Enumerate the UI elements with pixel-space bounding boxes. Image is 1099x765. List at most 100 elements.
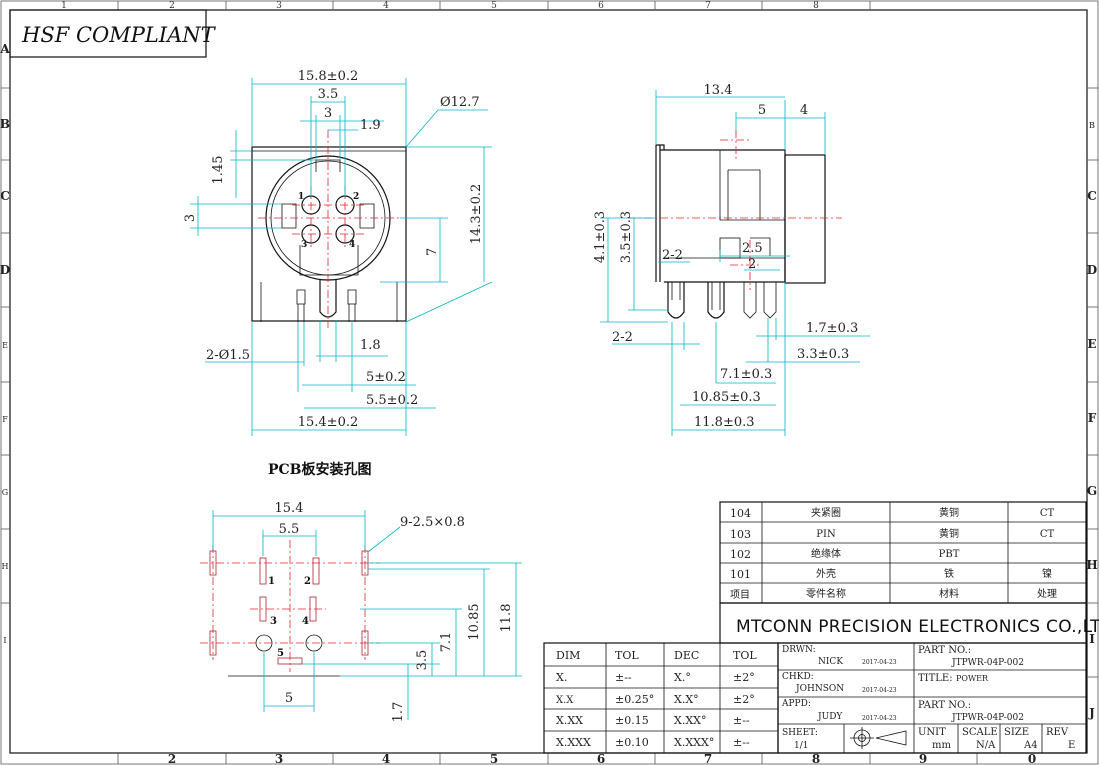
pcb-dim-11-8: 11.8 xyxy=(499,604,514,633)
dim-2-5: 2.5 xyxy=(742,241,763,256)
pcb-dim-slots: 9-2.5×0.8 xyxy=(400,515,465,530)
bom-header-part-name: 零件名称 xyxy=(806,587,846,600)
pcb-pin-2-label: 2 xyxy=(304,576,311,587)
pcb-dim-5: 5 xyxy=(285,691,293,706)
part-no-label-2: PART NO.: xyxy=(918,700,971,711)
side-view: 13.4 5 4 4.1±0.3 3.5±0.3 2-2 2.5 2 2-2 1… xyxy=(593,83,870,436)
scale-label: SCALE xyxy=(962,727,998,738)
tol-cell: X. xyxy=(556,671,567,684)
col-label-bottom-0: 0 xyxy=(1028,752,1036,765)
checked-by-name: JOHNSON xyxy=(795,684,844,694)
projection-symbol-icon xyxy=(850,727,907,749)
tol-cell: ±2° xyxy=(733,693,755,706)
dim-2-2-upper: 2-2 xyxy=(662,248,683,263)
size-value: A4 xyxy=(1023,740,1038,751)
row-label-left-c: C xyxy=(0,189,10,203)
dim-4-1: 4.1±0.3 xyxy=(593,211,608,263)
size-label: SIZE xyxy=(1004,727,1029,738)
row-label-left-b: B xyxy=(0,117,10,131)
checked-by-label: CHKD: xyxy=(782,672,814,682)
row-label-right-e: E xyxy=(1087,337,1096,351)
part-no-label: PART NO.: xyxy=(918,645,971,656)
bom-row-102-no: 102 xyxy=(730,548,751,561)
dim-holes-2-dia-1-5: 2-Ø1.5 xyxy=(206,348,250,363)
part-no-value: JTPWR-04P-002 xyxy=(951,658,1024,668)
col-label-top-1: 1 xyxy=(61,1,67,11)
approved-date: 2017-04-23 xyxy=(862,715,897,722)
row-label-right-b: B xyxy=(1089,121,1095,130)
col-label-top-4: 4 xyxy=(383,1,389,11)
bom-row-101-finish: 镍 xyxy=(1042,567,1052,580)
dim-7-1: 7.1±0.3 xyxy=(720,367,772,382)
tol-cell: ±0.15 xyxy=(615,714,649,727)
bom-row-101-material: 铁 xyxy=(944,567,954,580)
pcb-pin-4-label: 4 xyxy=(302,616,309,627)
dim-2-2-lower: 2-2 xyxy=(612,330,633,345)
col-label-top-5: 5 xyxy=(491,1,497,11)
dim-width-15-8: 15.8±0.2 xyxy=(298,69,359,84)
tol-cell: X.° xyxy=(674,671,691,684)
row-label-right-j: J xyxy=(1088,706,1095,720)
dim-1-45: 1.45 xyxy=(211,156,226,185)
bom-row-104-name: 夹紧圈 xyxy=(811,506,841,519)
hsf-compliant-label: HSF COMPLIANT xyxy=(21,23,217,47)
bom-row-103-no: 103 xyxy=(730,528,751,541)
dim-7: 7 xyxy=(425,248,440,256)
title-label: TITLE: xyxy=(918,673,953,684)
bom-row-104-finish: CT xyxy=(1040,508,1055,519)
drawn-by-name: NICK xyxy=(818,657,843,667)
front-pin-2-label: 2 xyxy=(353,192,359,202)
col-label-bottom-4: 4 xyxy=(382,752,390,765)
row-label-left-f: F xyxy=(2,415,8,424)
pcb-dim-10-85: 10.85 xyxy=(467,603,482,640)
bom-row-102-name: 绝缘体 xyxy=(811,547,841,560)
tol-cell: ±0.25° xyxy=(615,693,654,706)
col-label-bottom-9: 9 xyxy=(919,752,927,765)
tol-cell: X.X° xyxy=(674,693,699,706)
bom-row-103-finish: CT xyxy=(1040,529,1055,540)
row-label-right-c: C xyxy=(1087,189,1097,203)
front-pin-1-label: 1 xyxy=(298,192,304,202)
row-label-right-h: H xyxy=(1086,558,1097,572)
pcb-view: 1 2 3 4 5 15.4 5.5 xyxy=(200,501,522,722)
col-label-top-2: 2 xyxy=(169,1,175,11)
col-label-bottom-3: 3 xyxy=(275,752,283,765)
col-label-bottom-7: 7 xyxy=(704,752,712,765)
unit-label: UNIT xyxy=(918,727,946,738)
row-label-left-a: A xyxy=(0,42,10,56)
hsf-compliant-box: HSF COMPLIANT xyxy=(9,9,217,58)
tol-header-tol: TOL xyxy=(615,649,639,662)
bom-header-finish: 处理 xyxy=(1037,588,1057,600)
tol-cell: X.XXX° xyxy=(674,736,714,749)
col-label-top-6: 6 xyxy=(598,1,604,11)
tol-cell: X.XXX xyxy=(556,736,591,749)
front-view: 1 2 3 4 xyxy=(183,69,493,436)
dim-pin-pitch-3-5: 3.5 xyxy=(318,87,339,102)
tol-cell: ±-- xyxy=(615,671,632,684)
bom-row-104-no: 104 xyxy=(730,507,751,520)
row-label-left-g: G xyxy=(2,488,8,497)
dim-vertical-3: 3 xyxy=(183,214,198,222)
bom-header-material: 材料 xyxy=(939,587,959,600)
drawn-by-label: DRWN: xyxy=(782,645,816,655)
dim-1-7: 1.7±0.3 xyxy=(806,321,858,336)
bom-row-103-material: 黄铜 xyxy=(939,527,959,540)
pcb-pin-5-label: 5 xyxy=(277,648,284,659)
pcb-dim-7-1: 7.1 xyxy=(439,632,454,653)
dim-diameter-12-7: Ø12.7 xyxy=(440,95,480,110)
row-label-left-d: D xyxy=(0,263,10,277)
dim-5-5: 5.5±0.2 xyxy=(366,393,418,408)
approved-by-label: APPD: xyxy=(781,699,811,709)
tolerance-table: DIM TOL DEC TOL X. ±-- X.° ±2° X.X ±0.25… xyxy=(543,642,779,754)
dim-5: 5±0.2 xyxy=(366,370,406,385)
pcb-dim-15-4: 15.4 xyxy=(275,501,304,516)
row-label-left-e: E xyxy=(2,341,8,350)
front-pin-4-label: 4 xyxy=(349,240,355,250)
col-label-top-7: 7 xyxy=(705,1,711,11)
dim-11-8: 11.8±0.3 xyxy=(694,415,755,430)
row-label-left-i: I xyxy=(3,636,6,645)
tol-cell: X.XX xyxy=(556,714,583,727)
bom-row-101-name: 外壳 xyxy=(816,567,836,580)
pcb-pin-3-label: 3 xyxy=(270,616,277,627)
